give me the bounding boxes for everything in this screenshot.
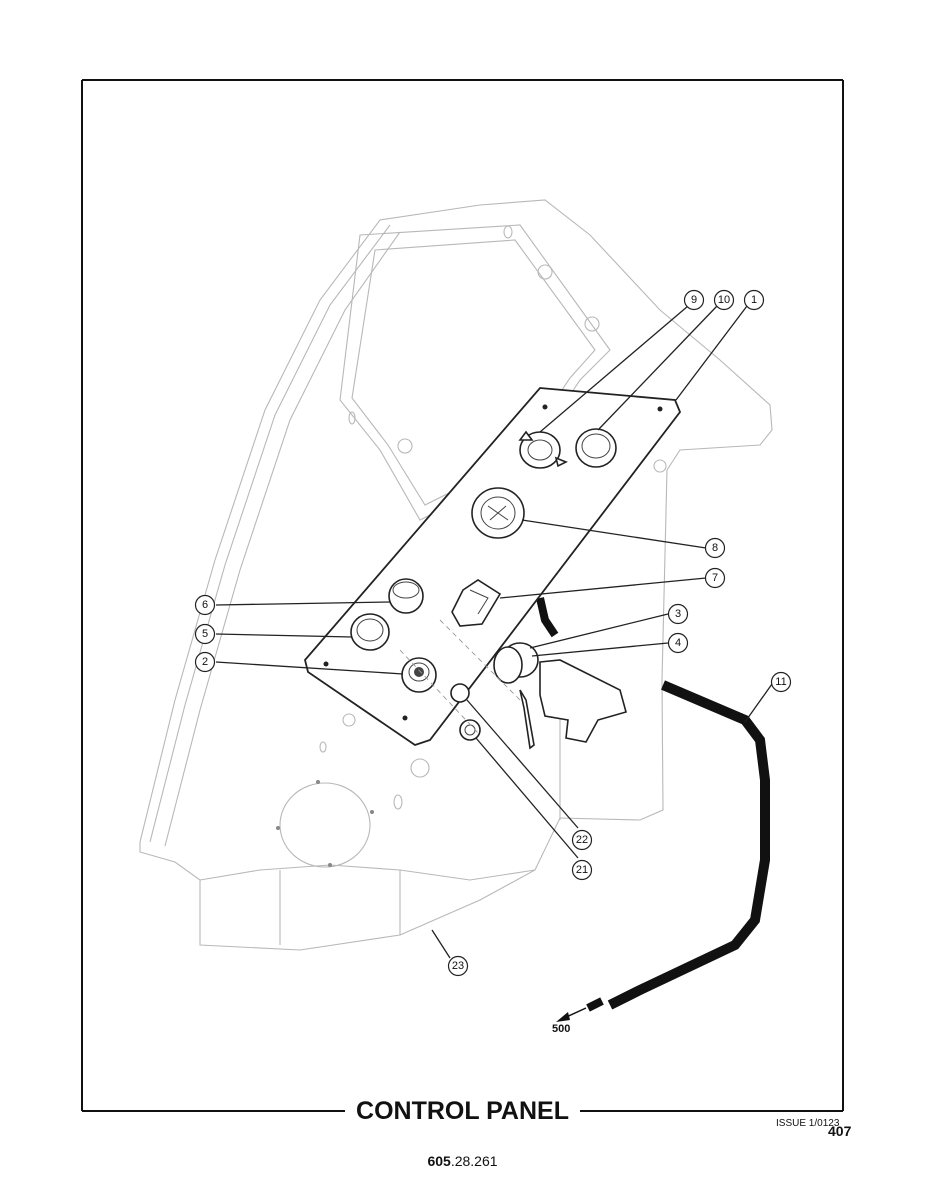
callout-21-label: 21 — [576, 864, 588, 876]
component-8-switch — [471, 487, 525, 539]
callout-11: 11 — [770, 671, 792, 693]
document-number-bold: 605 — [427, 1153, 451, 1169]
callout-7: 7 — [704, 567, 726, 589]
component-5-gauge — [350, 613, 390, 651]
callout-4-label: 4 — [675, 637, 681, 649]
callout-6: 6 — [194, 594, 216, 616]
callout-4: 4 — [667, 632, 689, 654]
callout-8-label: 8 — [712, 542, 718, 554]
callout-8: 8 — [704, 537, 726, 559]
wiring-harness — [536, 597, 770, 1022]
callout-5-label: 5 — [202, 628, 208, 640]
callout-23: 23 — [447, 955, 469, 977]
callout-6-label: 6 — [202, 599, 208, 611]
assembly-guide-lines — [399, 619, 521, 736]
diagram-title: CONTROL PANEL — [352, 1097, 573, 1126]
callout-10: 10 — [713, 289, 735, 311]
callout-1-label: 1 — [751, 294, 757, 306]
component-7-rocker — [451, 579, 502, 627]
document-number-rest: .28.261 — [450, 1153, 498, 1169]
drawing-frame — [81, 79, 844, 1112]
callout-23-label: 23 — [452, 960, 464, 972]
component-3-4-ignition-key — [493, 642, 627, 750]
callout-2: 2 — [194, 651, 216, 673]
callout-3-label: 3 — [675, 608, 681, 620]
callout-7-label: 7 — [712, 572, 718, 584]
issue-label: ISSUE 1/0123 — [776, 1118, 840, 1129]
control-panel-plate — [304, 387, 682, 746]
callout-22-label: 22 — [576, 834, 588, 846]
callout-5: 5 — [194, 623, 216, 645]
callout-9: 9 — [683, 289, 705, 311]
callout-2-label: 2 — [202, 656, 208, 668]
callout-21: 21 — [571, 859, 593, 881]
component-21-grommet — [459, 719, 481, 741]
component-2-lamp — [401, 657, 437, 693]
document-number: 605.28.261 — [0, 1153, 925, 1169]
component-22-cap — [450, 683, 470, 703]
leader-lines — [215, 305, 773, 959]
callout-10-label: 10 — [718, 294, 730, 306]
callout-1: 1 — [743, 289, 765, 311]
callout-22: 22 — [571, 829, 593, 851]
callout-11-label: 11 — [775, 676, 786, 688]
callout-3: 3 — [667, 603, 689, 625]
destination-ref-500: 500 — [552, 1023, 570, 1035]
component-6-lamp — [388, 578, 424, 614]
component-10-socket — [575, 428, 617, 468]
callout-9-label: 9 — [691, 294, 697, 306]
diagram-title-row: CONTROL PANEL — [0, 1097, 925, 1126]
page-number: 407 — [828, 1123, 852, 1139]
